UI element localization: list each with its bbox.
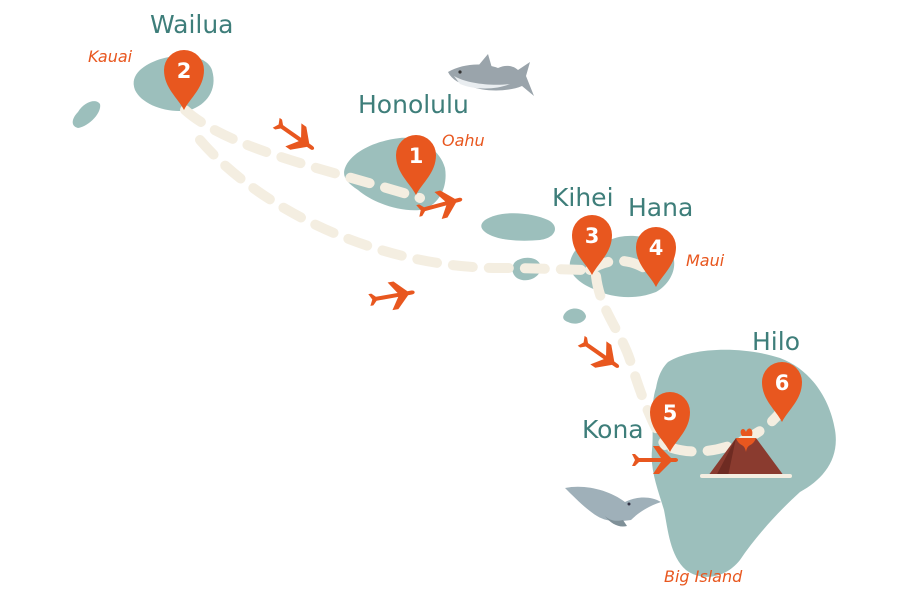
map-pin-icon — [636, 227, 676, 287]
route-kauai-oahu — [180, 105, 425, 203]
island-label-big-island: Big Island — [664, 567, 743, 586]
map-pin-3: 3 — [572, 215, 612, 275]
shark-icon — [448, 54, 534, 96]
map-pin-icon — [762, 362, 802, 422]
pins: 1 2 3 4 5 6 — [164, 50, 802, 452]
labels: Wailua Kauai Honolulu Oahu Kihei Hana Ma… — [88, 10, 800, 586]
island-label-maui: Maui — [686, 251, 725, 270]
city-label-kona: Kona — [582, 415, 644, 444]
island-label-kauai: Kauai — [88, 47, 133, 66]
airplane-icon — [577, 335, 620, 368]
map-pin-1: 1 — [396, 135, 436, 195]
map-pin-5: 5 — [650, 392, 690, 452]
airplane-icon — [368, 281, 415, 311]
volcano-icon — [700, 428, 792, 478]
map-pin-icon — [164, 50, 204, 110]
airplane-icon — [632, 446, 678, 474]
city-label-hana: Hana — [628, 193, 693, 222]
pin-number: 6 — [775, 371, 790, 395]
city-label-wailua: Wailua — [150, 10, 234, 39]
pin-number: 3 — [585, 224, 600, 248]
airplanes — [272, 117, 678, 474]
map-pin-6: 6 — [762, 362, 802, 422]
map-pin-icon — [396, 135, 436, 195]
pin-number: 1 — [409, 144, 424, 168]
manta-ray-icon — [565, 486, 661, 527]
pin-number: 4 — [649, 236, 664, 260]
route-kauai-maui — [195, 135, 601, 275]
molokai-island — [481, 213, 555, 241]
airplane-icon — [272, 117, 315, 150]
city-label-honolulu: Honolulu — [358, 90, 469, 119]
airplane-icon — [416, 190, 463, 220]
city-label-hilo: Hilo — [752, 327, 800, 356]
island-label-oahu: Oahu — [442, 131, 485, 150]
kahoolawe-island — [563, 308, 586, 324]
map-pin-icon — [650, 392, 690, 452]
pin-number: 2 — [177, 59, 192, 83]
map-pin-icon — [572, 215, 612, 275]
pin-number: 5 — [663, 401, 678, 425]
route-kona-hilo — [667, 405, 787, 457]
map-pin-2: 2 — [164, 50, 204, 110]
city-label-kihei: Kihei — [552, 183, 614, 212]
niihau-island — [72, 101, 101, 128]
map-pin-4: 4 — [636, 227, 676, 287]
